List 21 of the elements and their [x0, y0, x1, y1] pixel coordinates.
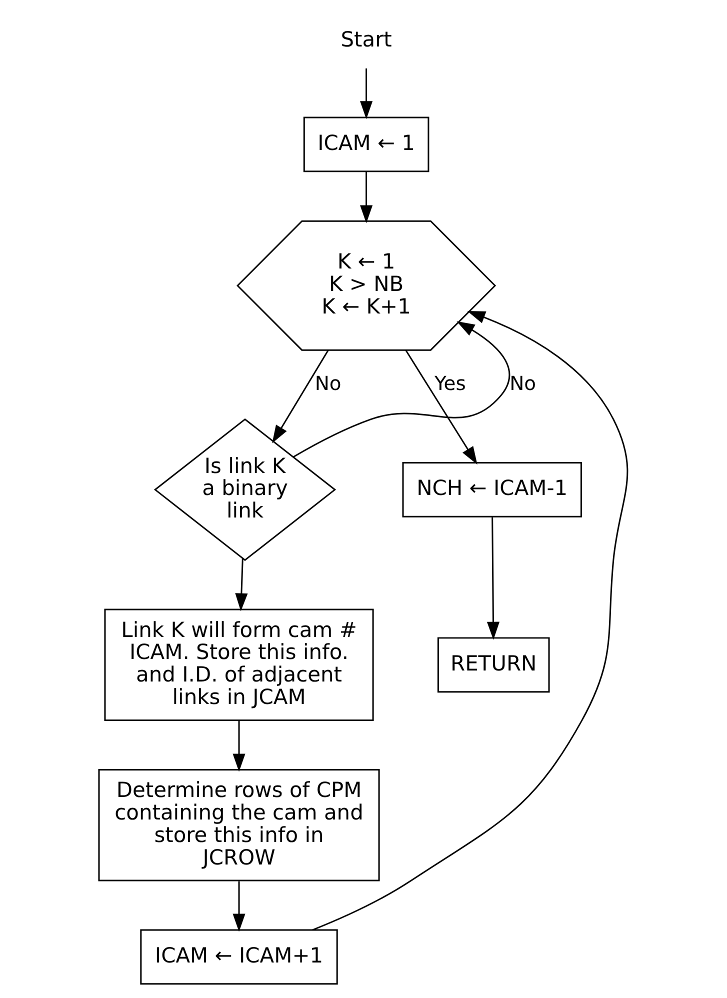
arrow — [235, 558, 248, 612]
node-diamond: Is link K a binary link — [154, 418, 336, 562]
node-text: Start — [340, 28, 392, 52]
node-box: Link K will form cam # ICAM. Store this info. and I.D. of adjacent links in JCAM — [104, 608, 374, 722]
node-box: NCH ← ICAM-1 — [402, 462, 582, 518]
arrow — [232, 720, 246, 772]
arrow — [405, 350, 478, 465]
node-box: ICAM ← ICAM+1 — [140, 929, 338, 985]
arrow — [272, 350, 329, 444]
edge-label: Yes — [434, 372, 466, 395]
arrow — [360, 68, 373, 120]
arrow — [486, 517, 500, 640]
node-box: RETURN — [437, 637, 550, 693]
arrow — [232, 881, 246, 932]
node-box: Determine rows of CPM containing the cam and store this info in JCROW — [98, 768, 380, 882]
arrow — [312, 310, 628, 931]
edge-label: No — [510, 372, 536, 395]
arrow — [360, 172, 373, 224]
node-box: ICAM ← 1 — [303, 116, 430, 172]
edge-label: No — [314, 372, 342, 395]
arrow — [293, 321, 510, 458]
